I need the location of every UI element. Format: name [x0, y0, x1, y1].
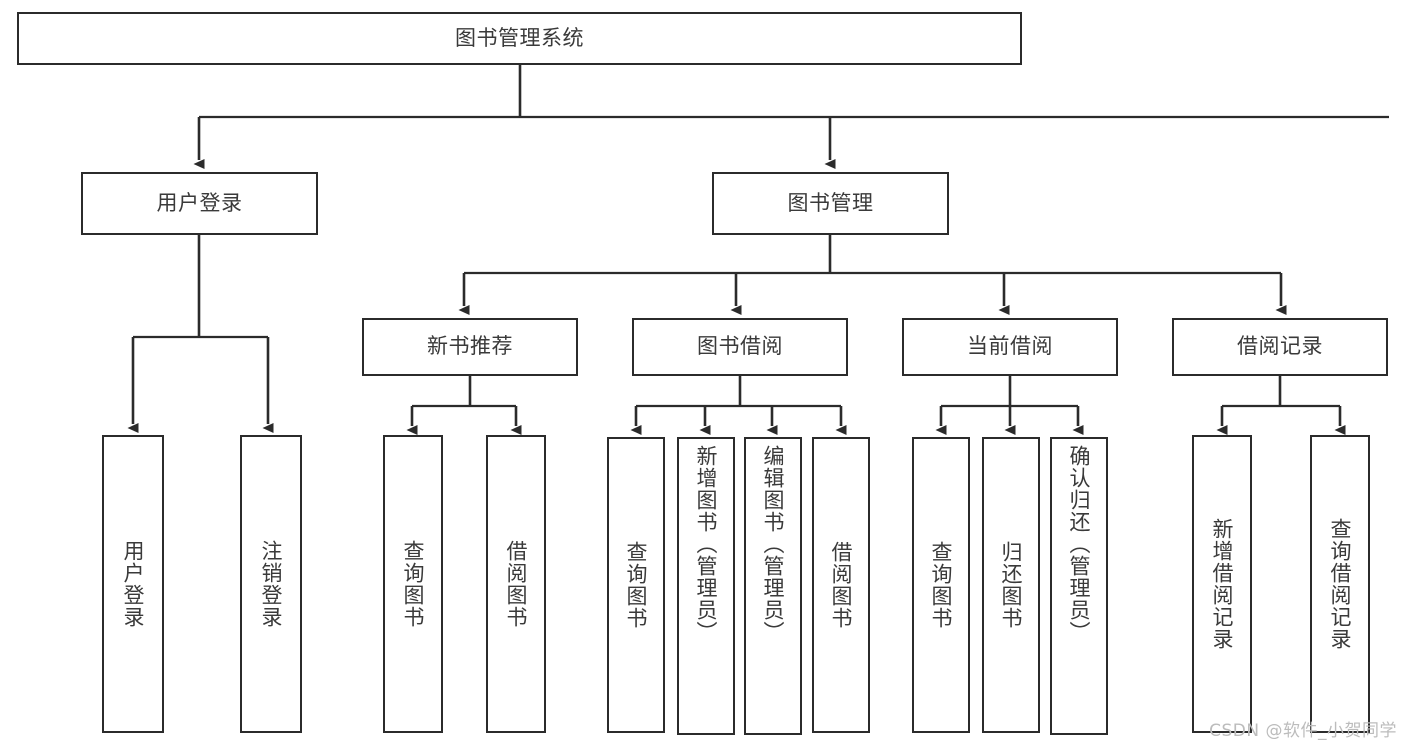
leaf-borrow-borrow-book-label: 借阅图书 [829, 541, 854, 629]
node-book-borrow-label: 图书借阅 [697, 334, 783, 359]
node-borrow-record[interactable]: 借阅记录 [1172, 318, 1388, 376]
leaf-user-login-login[interactable]: 用户登录 [102, 435, 164, 733]
leaf-current-confirm-return-label: 确认归还（管理员） [1067, 445, 1092, 643]
node-user-login[interactable]: 用户登录 [81, 172, 318, 235]
leaf-current-query-book-label: 查询图书 [929, 541, 954, 629]
node-book-borrow[interactable]: 图书借阅 [632, 318, 848, 376]
node-current-borrow[interactable]: 当前借阅 [902, 318, 1118, 376]
leaf-recommend-query-book-label: 查询图书 [401, 540, 426, 628]
node-root-label: 图书管理系统 [455, 25, 584, 50]
leaf-record-query-record[interactable]: 查询借阅记录 [1310, 435, 1370, 733]
leaf-current-confirm-return[interactable]: 确认归还（管理员） [1050, 437, 1108, 735]
leaf-borrow-borrow-book[interactable]: 借阅图书 [812, 437, 870, 733]
node-new-book-recommend-label: 新书推荐 [427, 334, 513, 359]
node-book-management[interactable]: 图书管理 [712, 172, 949, 235]
leaf-borrow-query-book[interactable]: 查询图书 [607, 437, 665, 733]
leaf-user-login-login-label: 用户登录 [121, 540, 146, 628]
leaf-borrow-query-book-label: 查询图书 [624, 541, 649, 629]
leaf-borrow-edit-book-label: 编辑图书（管理员） [761, 445, 786, 643]
leaf-recommend-borrow-book[interactable]: 借阅图书 [486, 435, 546, 733]
leaf-current-query-book[interactable]: 查询图书 [912, 437, 970, 733]
node-book-management-label: 图书管理 [787, 190, 874, 215]
leaf-user-login-logout-label: 注销登录 [259, 540, 284, 628]
leaf-user-login-logout[interactable]: 注销登录 [240, 435, 302, 733]
leaf-recommend-query-book[interactable]: 查询图书 [383, 435, 443, 733]
leaf-recommend-borrow-book-label: 借阅图书 [504, 540, 529, 628]
leaf-record-add-record[interactable]: 新增借阅记录 [1192, 435, 1252, 733]
leaf-borrow-add-book-label: 新增图书（管理员） [694, 445, 719, 643]
leaf-record-add-record-label: 新增借阅记录 [1210, 518, 1235, 650]
leaf-record-query-record-label: 查询借阅记录 [1328, 518, 1353, 650]
node-user-login-label: 用户登录 [156, 190, 243, 215]
leaf-current-return-book-label: 归还图书 [999, 541, 1024, 629]
node-root-book-management-system[interactable]: 图书管理系统 [17, 12, 1022, 65]
leaf-current-return-book[interactable]: 归还图书 [982, 437, 1040, 733]
node-current-borrow-label: 当前借阅 [967, 334, 1053, 359]
node-new-book-recommend[interactable]: 新书推荐 [362, 318, 578, 376]
leaf-borrow-edit-book[interactable]: 编辑图书（管理员） [744, 437, 802, 735]
leaf-borrow-add-book[interactable]: 新增图书（管理员） [677, 437, 735, 735]
node-borrow-record-label: 借阅记录 [1237, 334, 1323, 359]
csdn-watermark: CSDN @软件_小贺同学 [1209, 721, 1397, 741]
